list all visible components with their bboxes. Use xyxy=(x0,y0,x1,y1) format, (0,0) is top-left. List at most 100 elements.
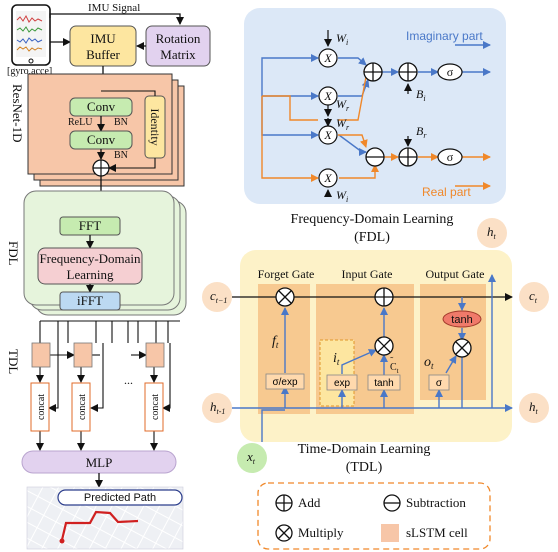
fdl-side-label: FDL xyxy=(6,241,21,266)
svg-text:σ: σ xyxy=(447,150,454,164)
i-t-label: it xyxy=(333,351,340,367)
tdl-input-multiply xyxy=(374,336,394,356)
resnet-add-node xyxy=(92,159,110,177)
slstm-cell-1 xyxy=(31,342,51,368)
exp-label: exp xyxy=(334,378,351,389)
tdl-detail: Forget Gate Input Gate Output Gate xyxy=(202,218,549,475)
ifft-box xyxy=(59,291,121,311)
fdl-weight-wi-top: Wi xyxy=(336,31,348,47)
legend-slstm-label: sLSTM cell xyxy=(406,525,468,540)
svg-text:ct: ct xyxy=(529,288,538,305)
concat-label-3: concat xyxy=(150,394,161,420)
o-t-label: ot xyxy=(424,355,434,371)
fdl-detail: Wi Wr Wr Wi Bi Br X X X X σ σ Imaginary … xyxy=(244,8,506,245)
ifft-label: iFFT xyxy=(77,293,103,308)
svg-text:ct−1: ct−1 xyxy=(210,288,227,305)
input-gate-label: Input Gate xyxy=(342,267,393,281)
phone-icon xyxy=(11,4,51,66)
output-gate-label: Output Gate xyxy=(426,267,485,281)
h-t-node-top: ht xyxy=(477,218,507,248)
conv-label-1: Conv xyxy=(87,99,116,114)
tdl-forget-multiply xyxy=(275,287,295,307)
fdl-multiply-3: X xyxy=(318,125,338,145)
svg-text:σ: σ xyxy=(447,65,454,79)
fdl-add-3 xyxy=(398,147,418,167)
tdl-output-multiply xyxy=(452,338,472,358)
tdl-side-label: TDL xyxy=(6,349,21,374)
concat-label-1: concat xyxy=(36,394,47,420)
tdl-caption-2: (TDL) xyxy=(346,460,383,475)
legend-add-icon xyxy=(275,494,293,512)
fdl-multiply-2: X xyxy=(318,86,338,106)
fdl-sigma-real: σ xyxy=(437,148,463,166)
c-prev-node: ct−1 xyxy=(202,282,232,312)
svg-text:ht: ht xyxy=(487,224,497,241)
svg-text:X: X xyxy=(323,128,332,142)
legend-subtraction-label: Subtraction xyxy=(406,495,466,510)
fdl-caption-2: (FDL) xyxy=(354,230,390,245)
bn-label-1: BN xyxy=(114,117,128,128)
input-dashed-box xyxy=(319,339,355,407)
concat-box-3 xyxy=(144,382,164,432)
legend-add-label: Add xyxy=(298,495,321,510)
fdl-inner-label-2: Learning xyxy=(67,267,114,282)
slstm-cell-2 xyxy=(73,342,93,368)
fdl-weight-wr-1: Wr xyxy=(336,97,350,113)
imaginary-part-label: Imaginary part xyxy=(406,29,483,43)
sigma-exp-box xyxy=(265,373,305,390)
c-t-node: ct xyxy=(519,282,549,312)
fdl-bias-br: Br xyxy=(416,124,427,140)
h-t-node-right: ht xyxy=(519,393,549,423)
imu-buffer-label-1: IMU xyxy=(90,31,116,46)
legend-frame xyxy=(257,482,491,550)
real-part-label: Real part xyxy=(422,185,471,199)
fdl-weight-wr-2: Wr xyxy=(336,116,350,132)
device-label: [gyro,acce] xyxy=(7,66,52,77)
c-tilde-label: Ct xyxy=(390,362,399,375)
tdl-cells xyxy=(36,320,180,451)
x-t-node: xt xyxy=(237,443,267,473)
svg-text:X: X xyxy=(323,89,332,103)
svg-text:ht-1: ht-1 xyxy=(210,399,225,416)
legend-subtraction-icon xyxy=(383,494,401,512)
output-sigma-label: σ xyxy=(436,378,443,389)
slstm-cell-3 xyxy=(145,342,165,368)
path-start-dot xyxy=(59,538,65,544)
predicted-path-label: Predicted Path xyxy=(84,492,156,504)
fdl-caption-1: Frequency-Domain Learning xyxy=(291,212,454,227)
fdl-bias-bi: Bi xyxy=(416,87,426,103)
tdl-dots: ... xyxy=(124,373,133,387)
tdl-input-add xyxy=(374,287,394,307)
bn-label-2: BN xyxy=(114,150,128,161)
sigma-exp-label: σ/exp xyxy=(272,377,298,388)
fdl-multiply-1: X xyxy=(318,48,338,68)
identity-label: Identity xyxy=(148,108,162,145)
fft-label: FFT xyxy=(79,218,101,233)
exp-box xyxy=(326,374,358,391)
output-sigma-box xyxy=(428,374,450,391)
c-tilde-mark: ˜ xyxy=(390,356,394,367)
svg-text:ht: ht xyxy=(529,399,539,416)
path-line xyxy=(60,510,139,541)
resnet-label: ResNet-1D xyxy=(10,84,25,143)
legend: Add Subtraction Multiply sLSTM cell xyxy=(257,482,491,550)
concat-box-1 xyxy=(30,382,50,432)
concat-label-2: concat xyxy=(77,394,88,420)
legend-slstm-swatch xyxy=(381,524,399,542)
legend-multiply-label: Multiply xyxy=(298,525,344,540)
fdl-subtract xyxy=(365,147,385,167)
fdl-multiply-4: X xyxy=(318,168,338,188)
fdl-inner-label-1: Frequency-Domain xyxy=(39,251,141,266)
rotation-matrix-label-1: Rotation xyxy=(156,31,201,46)
fdl-add-1 xyxy=(363,62,383,82)
tanh-box xyxy=(367,374,401,391)
relu-label: ReLU xyxy=(68,117,93,128)
predicted-path-map: Predicted Path xyxy=(26,486,184,550)
conv-label-2: Conv xyxy=(87,132,116,147)
imu-buffer-label-2: Buffer xyxy=(86,47,120,62)
imu-pipeline: [gyro,acce] IMU Signal IMU Buffer Rotati… xyxy=(6,2,211,550)
fdl-weight-wi-bottom: Wi xyxy=(336,188,348,204)
legend-multiply-icon xyxy=(275,524,293,542)
svg-text:tanh: tanh xyxy=(451,314,472,326)
